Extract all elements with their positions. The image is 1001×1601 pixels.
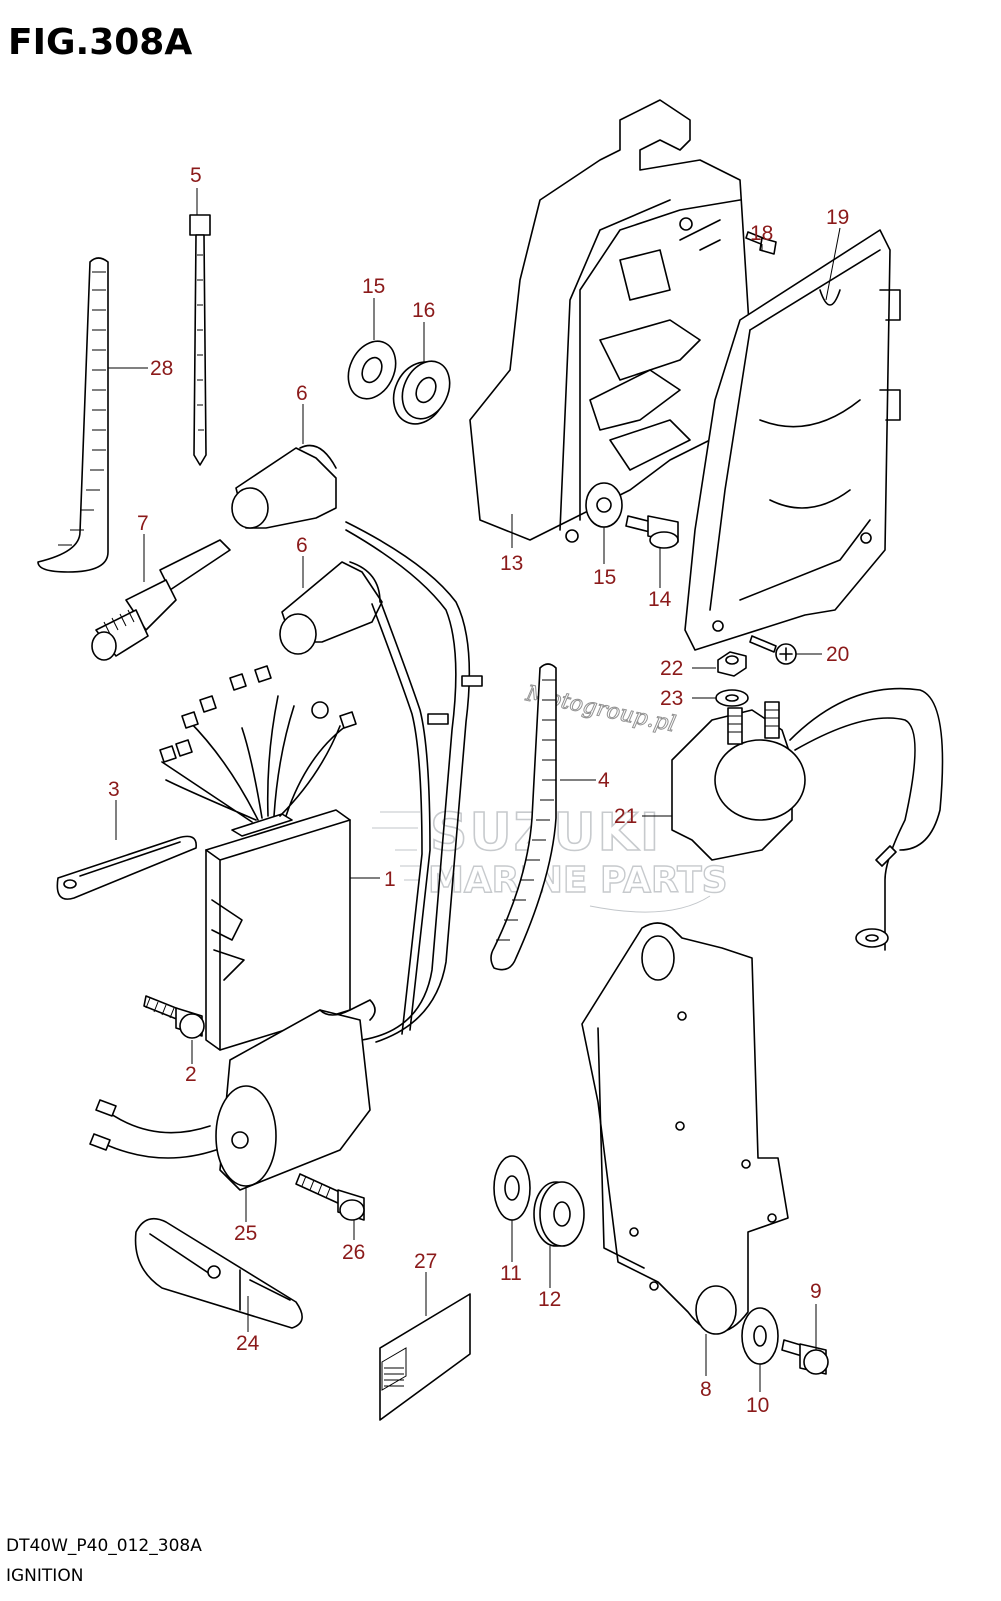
- part-14-bolt: [625, 515, 679, 549]
- part-7-spark-plug: [91, 539, 231, 661]
- part-11-washer: [493, 1155, 531, 1221]
- part-4-tube: [490, 663, 557, 971]
- callout-19: 19: [826, 206, 849, 229]
- callout-11: 11: [500, 1262, 522, 1285]
- watermark-subtitle: MARINE PARTS: [428, 860, 728, 901]
- part-18-screw: [745, 231, 777, 255]
- part-6-plug-cap-lower: [279, 561, 383, 655]
- callout-6: 6: [296, 382, 308, 405]
- figure-title: FIG.308A: [8, 22, 193, 63]
- part-25-ignition-coil: [89, 999, 376, 1191]
- part-24-clamp: [134, 1217, 303, 1329]
- part-6-plug-cap-upper: [231, 444, 337, 529]
- callout-6-second: 6: [296, 534, 308, 557]
- callout-16: 15: [362, 275, 385, 298]
- callout-2: 2: [185, 1063, 197, 1086]
- callout-13: 13: [500, 552, 523, 575]
- callout-28: 28: [150, 357, 173, 380]
- callout-12: 12: [538, 1288, 561, 1311]
- callout-7: 7: [137, 512, 149, 535]
- part-17-grommet: [392, 360, 451, 425]
- part-12-grommet: [533, 1181, 585, 1247]
- callout-4: 4: [598, 769, 610, 792]
- callout-14: 14: [648, 588, 672, 611]
- callout-24: 24: [236, 1332, 260, 1355]
- part-27-label: [379, 1293, 471, 1421]
- callout-18: 18: [750, 222, 773, 245]
- callout-21: 21: [614, 805, 637, 828]
- part-13-electrical-box: [469, 99, 751, 543]
- part-9-bolt: [781, 1339, 829, 1375]
- part-19-box-cover: [684, 229, 901, 651]
- part-22-nut: [717, 651, 747, 677]
- part-20-screw: [749, 635, 797, 665]
- part-5-cable-tie: [189, 214, 211, 466]
- callout-17: 16: [412, 299, 435, 322]
- callout-3: 3: [108, 778, 120, 801]
- part-3-clamp: [56, 835, 197, 900]
- callout-5: 5: [190, 164, 202, 187]
- callout-1: 1: [384, 868, 396, 891]
- callout-20: 20: [826, 643, 849, 666]
- callout-23: 23: [660, 687, 683, 710]
- callout-10: 10: [746, 1394, 769, 1417]
- part-1-cdi-unit: [159, 665, 357, 1051]
- diagram-name: IGNITION: [6, 1566, 84, 1586]
- callout-8: 8: [700, 1378, 712, 1401]
- callout-labels: 5 28 6 15 16 6 7 3 1 2 13 15 14 18 19 20…: [108, 164, 849, 1417]
- part-8-bracket: [581, 922, 789, 1335]
- part-16-washer: [347, 340, 397, 400]
- callout-26: 26: [342, 1241, 365, 1264]
- diagram-code: DT40W_P40_012_308A: [6, 1536, 202, 1556]
- part-21-relay: [671, 687, 944, 951]
- callout-25: 25: [234, 1222, 257, 1245]
- callout-22: 22: [660, 657, 683, 680]
- callout-27: 27: [414, 1250, 437, 1273]
- callout-9: 9: [810, 1280, 822, 1303]
- part-26-bolt: [295, 1173, 365, 1221]
- leader-lines: [108, 188, 841, 1392]
- part-10-washer: [741, 1307, 779, 1365]
- part-2-bolt: [143, 995, 205, 1039]
- part-23-washer: [715, 689, 749, 707]
- ht-leads: [345, 521, 483, 1043]
- callout-15: 15: [593, 566, 616, 589]
- part-28-tube: [37, 257, 109, 573]
